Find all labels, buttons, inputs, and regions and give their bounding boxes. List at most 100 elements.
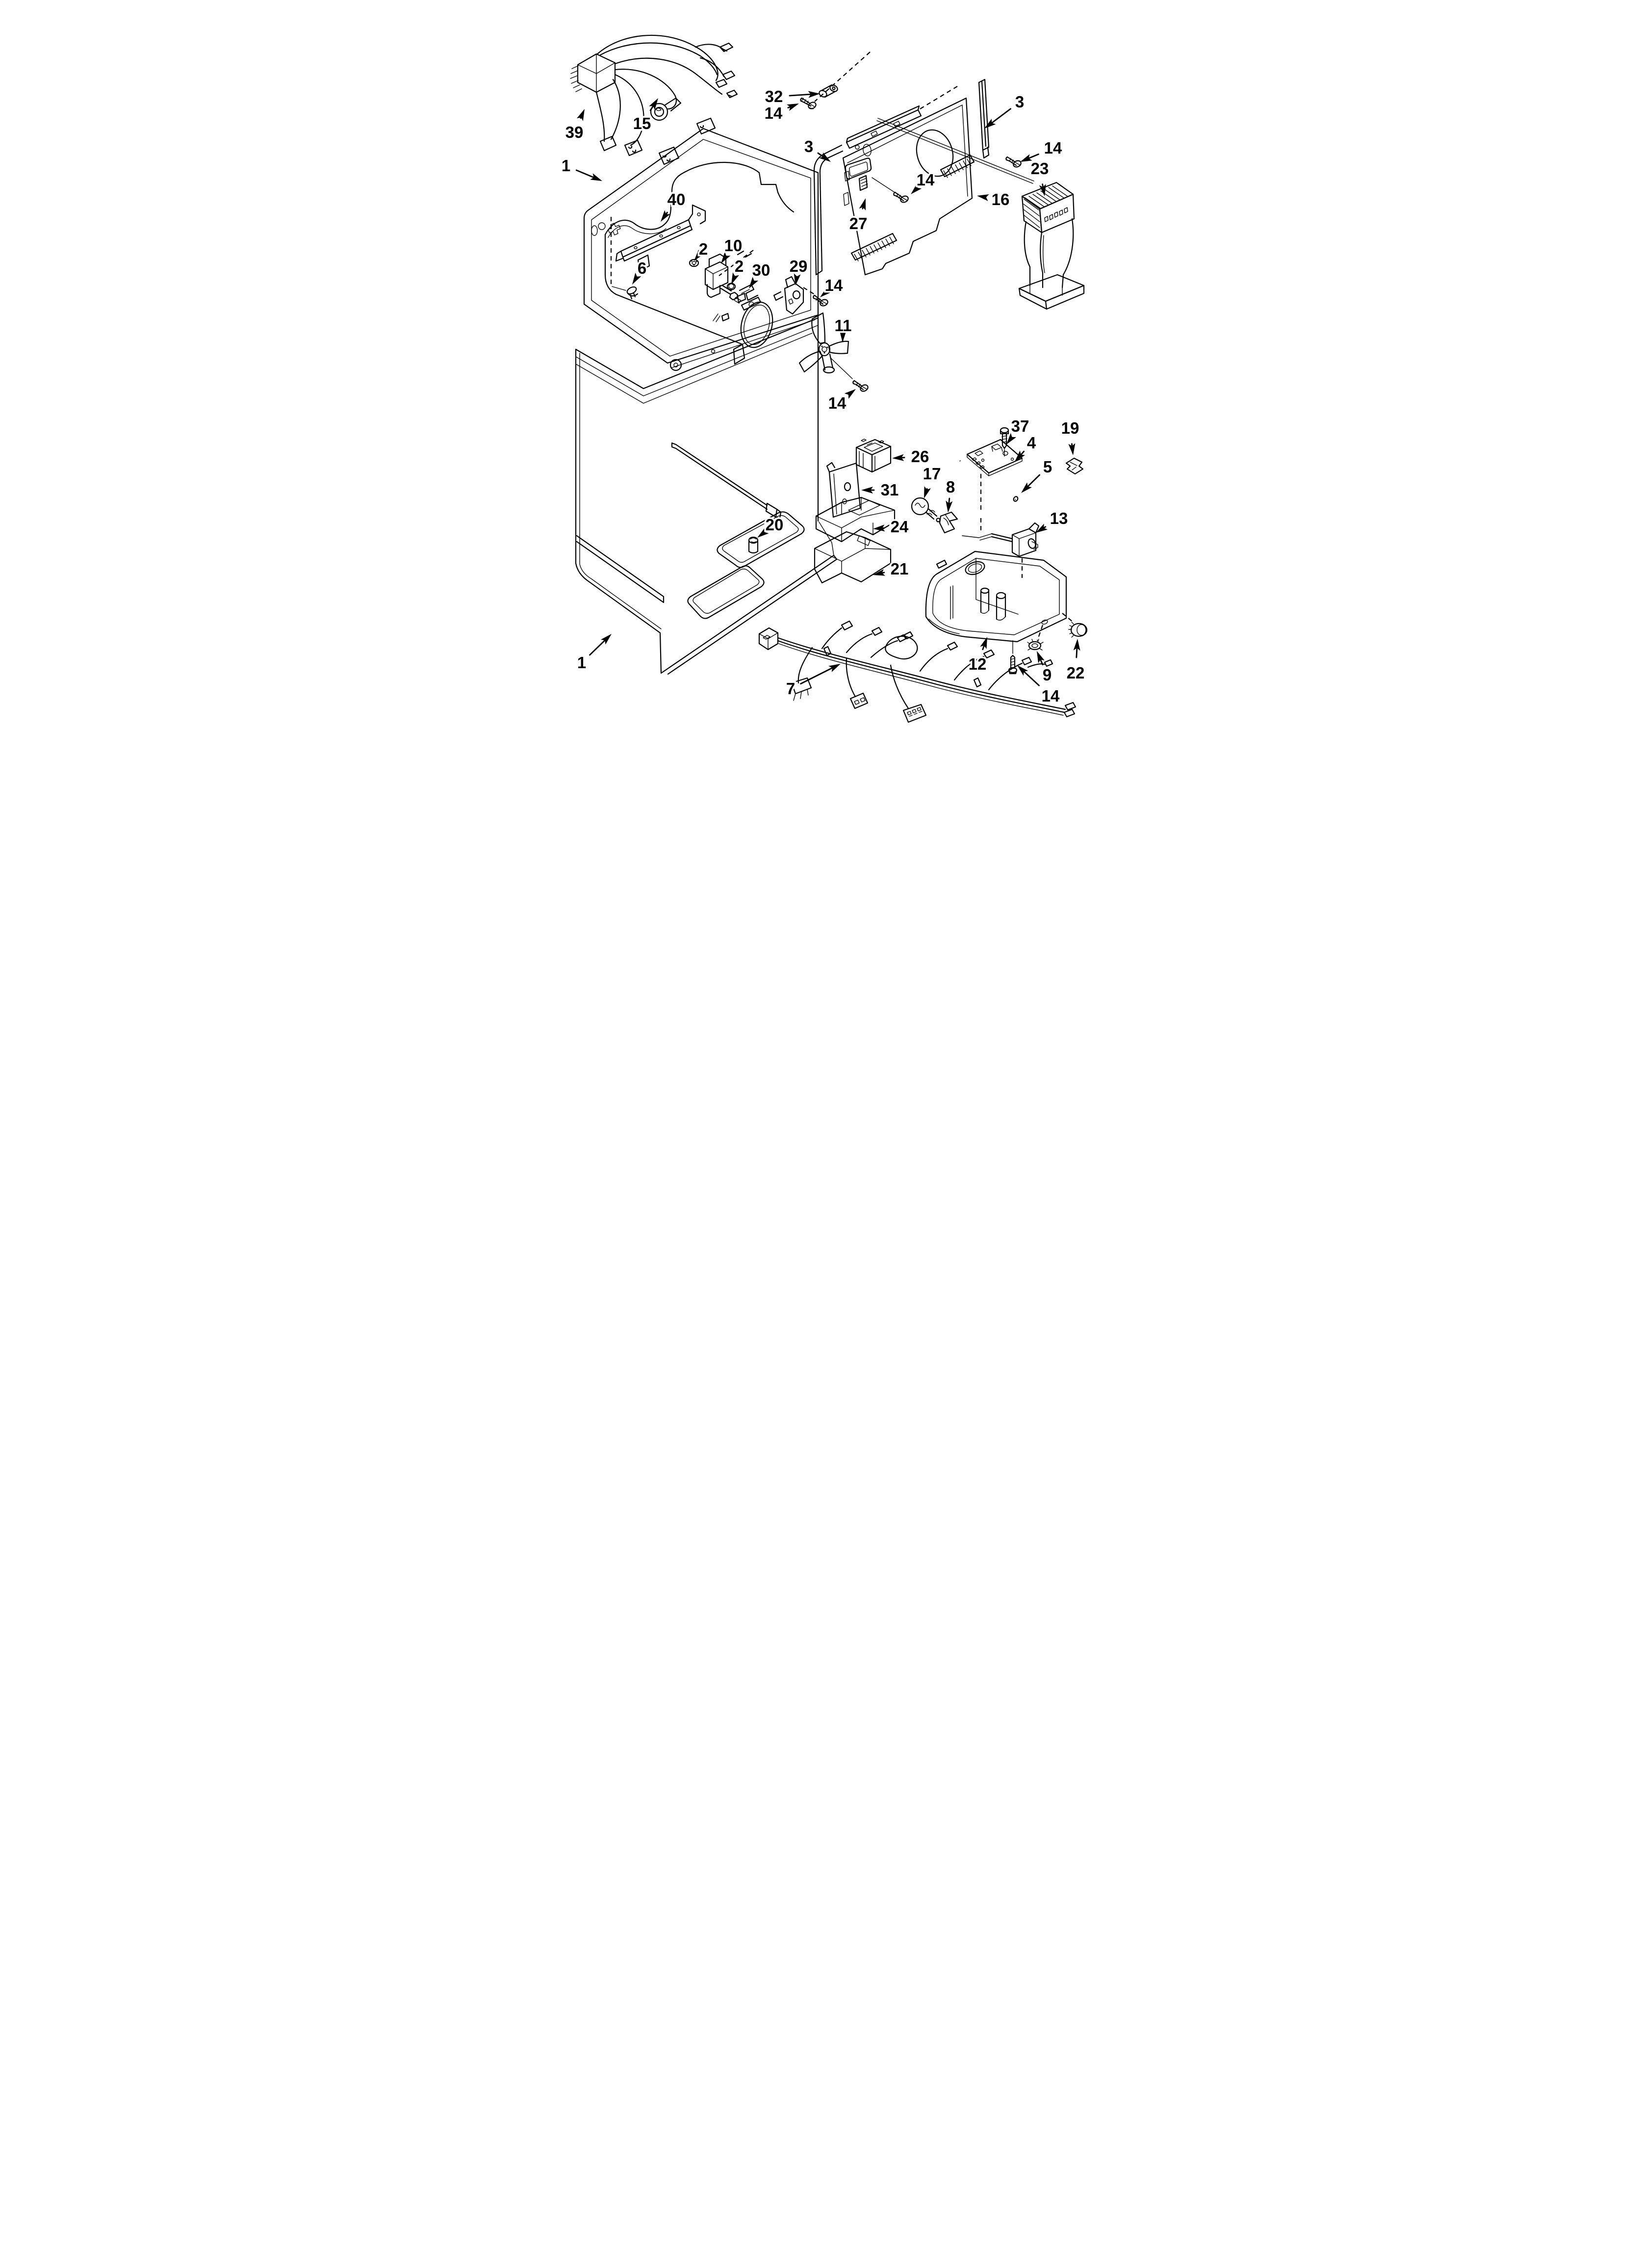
callout-23: 23 [1029,158,1051,196]
part-number-label-1a: 1 [562,156,570,175]
callout-7: 7 [784,664,841,700]
callout-arrowhead-icon [873,569,885,576]
callout-arrowhead-icon [980,637,987,649]
evaporator-cover-drawing [813,78,1034,276]
callout-arrowhead-icon [861,487,873,494]
callout-14d: 14 [826,389,856,414]
thermostat-13-drawing [962,522,1040,578]
callout-arrowhead-icon [1021,482,1032,493]
callout-10: 10 [721,235,744,263]
callout-arrowhead-icon [892,454,904,461]
callout-arrowhead-icon [873,524,885,532]
callout-leader-line [991,108,1011,124]
callout-9: 9 [1037,651,1053,686]
part-number-label-15: 15 [633,114,651,132]
callout-14a: 14 [763,103,799,124]
part-number-label-26: 26 [911,447,929,466]
callout-arrowhead-icon [1073,639,1080,651]
callout-arrowhead-icon [808,91,820,98]
part-number-label-9: 9 [1043,666,1052,684]
part-number-label-6: 6 [638,259,646,277]
callout-arrowhead-icon [1039,184,1046,196]
callout-leader-line [800,667,834,685]
part-number-label-37: 37 [1011,417,1029,435]
callout-leader-line [1026,474,1040,488]
callout-2a: 2 [694,238,710,261]
callout-leader-line [817,152,824,158]
callout-arrowhead-icon [577,109,585,121]
callout-arrowhead-icon [819,152,831,162]
callout-leader-line [1020,450,1025,456]
control-board-drawing [959,427,1084,533]
callout-3b: 3 [984,91,1026,129]
part-number-label-23: 23 [1031,159,1049,178]
callout-arrowhead-icon [590,173,602,181]
part-number-label-27: 27 [849,214,868,233]
callout-32: 32 [763,86,820,107]
callout-arrowhead-icon [844,389,856,399]
callout-arrowhead-icon [820,287,831,297]
part-number-label-14f: 14 [917,171,935,189]
fresh-food-liner-drawing [575,314,838,675]
callout-arrowhead-icon [828,664,841,672]
part-number-label-2b: 2 [735,257,744,275]
callout-39: 39 [564,109,585,143]
callout-14f: 14 [911,169,936,194]
callout-15: 15 [631,98,658,134]
callout-arrowhead-icon [694,249,704,261]
callout-8: 8 [944,476,957,513]
callout-arrowhead-icon [649,98,658,110]
part-number-label-21: 21 [891,560,909,578]
part-number-label-2a: 2 [699,240,708,258]
callout-arrowhead-icon [946,500,953,513]
callout-arrowhead-icon [721,252,731,263]
part-number-label-13: 13 [1050,509,1068,527]
callout-leader-line [1023,670,1040,686]
air-diffuser-drawing [1018,182,1085,310]
callout-30: 30 [749,260,772,288]
callout-arrowhead-icon [661,210,670,222]
middle-parts-column-drawing [814,439,958,584]
callout-14c: 14 [820,275,845,297]
callout-37: 37 [1006,416,1031,444]
part-number-label-7: 7 [786,679,795,698]
callout-arrowhead-icon [787,104,799,111]
callout-11: 11 [833,315,853,342]
part-number-label-24: 24 [891,518,909,536]
callout-arrowhead-icon [911,183,922,194]
callout-arrowhead-icon [757,528,769,538]
part-number-label-11: 11 [835,316,852,335]
part-number-label-14e: 14 [1042,687,1060,705]
callout-arrowhead-icon [1017,665,1028,676]
part-number-label-3a: 3 [804,137,813,156]
callout-17: 17 [921,463,943,498]
callout-leader-line [1027,153,1039,159]
callout-arrowhead-icon [1020,154,1032,162]
part-number-label-22: 22 [1067,664,1085,682]
callout-arrowhead-icon [731,272,739,285]
part-number-label-14d: 14 [828,394,847,412]
callout-13: 13 [1036,508,1070,533]
callout-22: 22 [1065,639,1086,684]
callout-leader-line [649,104,654,111]
wire-harness-bottom-drawing [758,620,1077,723]
wire-harness-top-drawing [570,34,738,165]
part-number-label-12: 12 [969,655,987,673]
fan-blade-drawing [798,312,869,392]
part-number-label-40: 40 [667,190,686,209]
callout-14b: 14 [1020,137,1064,162]
callout-arrowhead-icon [859,198,866,210]
part-number-label-31: 31 [881,481,899,499]
callout-29: 29 [788,256,809,286]
callout-3a: 3 [802,136,831,162]
part-number-label-30: 30 [752,261,770,279]
part-number-label-4: 4 [1027,434,1036,452]
callout-leader-line [789,93,812,97]
part-number-label-32: 32 [765,87,783,105]
callout-6: 6 [632,258,648,285]
callout-16: 16 [977,189,1011,210]
callout-19: 19 [1059,417,1081,455]
callout-21: 21 [873,558,910,580]
callout-24: 24 [873,516,910,538]
